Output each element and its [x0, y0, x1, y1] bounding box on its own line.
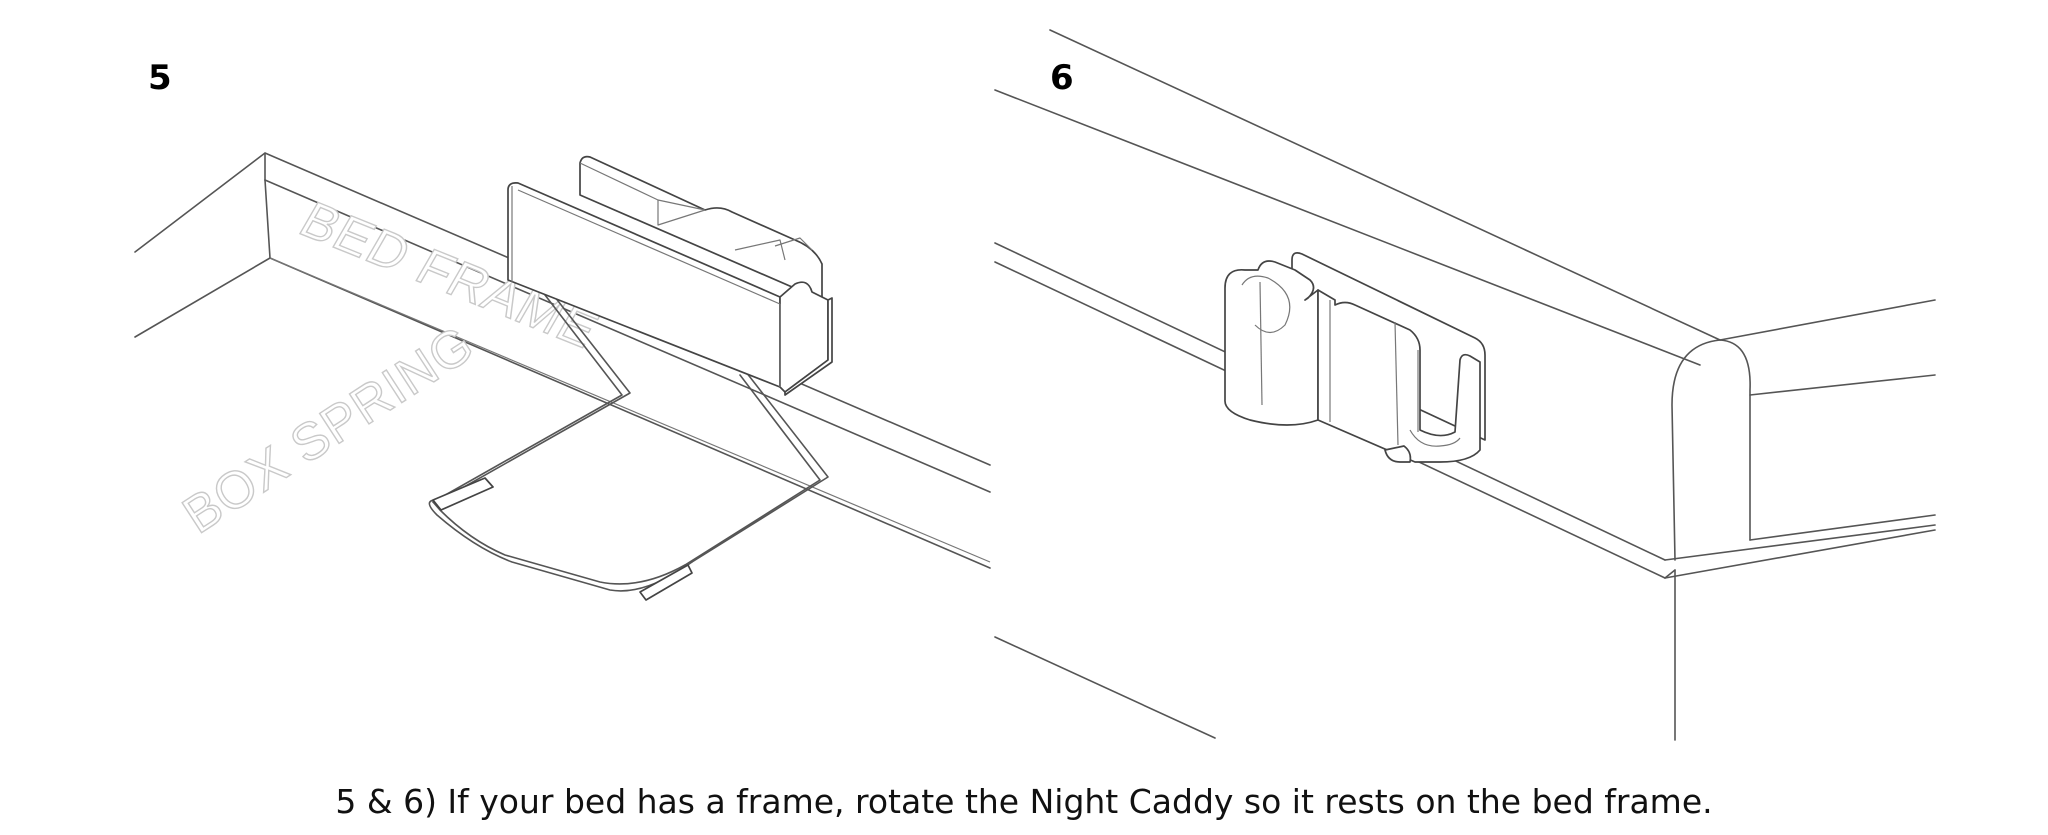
step-5-illustration: BED FRAME BOX SPRING — [134, 152, 991, 601]
box-spring-label: BOX SPRING — [173, 315, 484, 545]
step-6-illustration — [994, 29, 1936, 741]
instruction-caption: 5 & 6) If your bed has a frame, rotate t… — [335, 782, 1713, 821]
night-caddy-step5 — [507, 155, 833, 396]
step-5-number: 5 — [148, 58, 172, 98]
wire-hanger — [428, 291, 829, 601]
night-caddy-step6 — [1224, 252, 1486, 463]
step-6-number: 6 — [1050, 58, 1074, 98]
